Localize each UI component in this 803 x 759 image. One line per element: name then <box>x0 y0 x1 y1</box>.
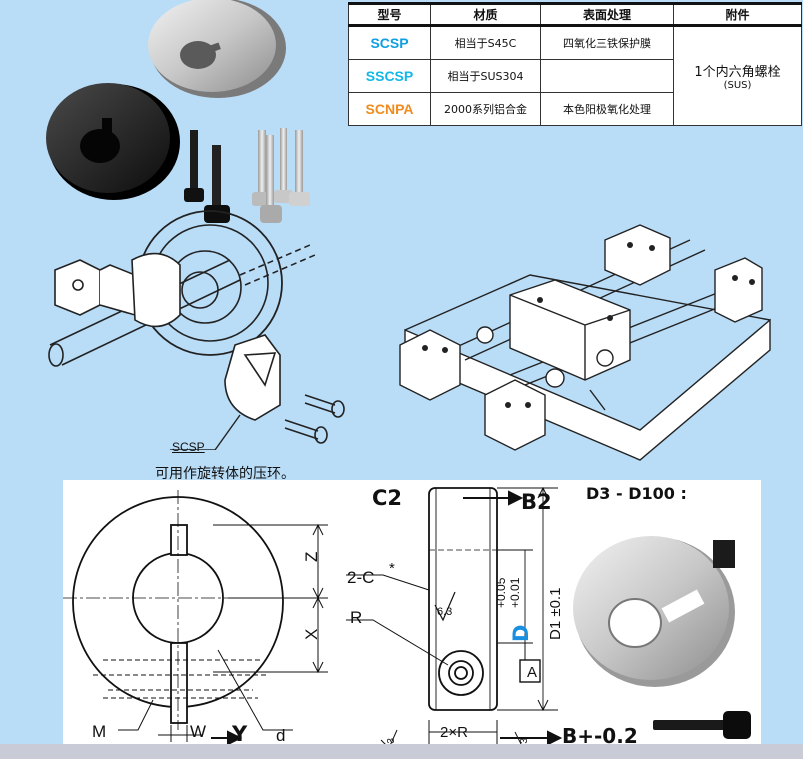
label-datum-a: A <box>527 664 538 681</box>
label-d-range: D3 - D100 : <box>586 484 687 503</box>
header-accessory: 附件 <box>673 2 802 27</box>
model-sscsp: SSCSP <box>348 59 431 93</box>
material-cell: 2000系列铝合金 <box>430 92 541 126</box>
side-view <box>346 486 558 745</box>
label-chamfer-star: * <box>389 560 395 577</box>
table-row: SSCSP 相当于SUS304 <box>348 59 802 93</box>
material-cell: 相当于S45C <box>430 25 541 60</box>
header-model: 型号 <box>348 2 431 27</box>
label-b2: B2 <box>521 490 552 514</box>
model-scsp: SCSP <box>348 25 431 60</box>
label-roughness-1: 6.3 <box>437 606 453 618</box>
surface-cell <box>540 59 674 93</box>
label-tol-lower: +0.01 <box>508 577 522 608</box>
front-view <box>63 490 328 742</box>
technical-drawing <box>63 480 761 750</box>
surface-cell: 本色阳极氧化处理 <box>540 92 674 126</box>
black-bolt-photo <box>653 711 751 739</box>
screw-icon <box>284 394 345 444</box>
sprocket-assembly-illustration <box>48 210 345 450</box>
bolts-photo <box>184 128 310 223</box>
label-r: R <box>350 608 363 627</box>
model-scnpa: SCNPA <box>348 92 431 126</box>
label-d-small: d <box>276 726 286 745</box>
label-d-symbol: D <box>509 624 533 642</box>
table-row: SCSP 相当于S45C 四氧化三铁保护膜 1个内六角螺栓 (SUS) <box>348 25 802 126</box>
label-chamfer: 2-C <box>347 568 375 587</box>
label-z: Z <box>302 551 321 562</box>
accessory-cell: 1个内六角螺栓 (SUS) <box>673 25 802 126</box>
accessory-sub: (SUS) <box>723 80 752 91</box>
material-cell: 相当于SUS304 <box>430 59 541 93</box>
spec-table: 型号 材质 表面处理 附件 SCSP 相当于S45C 四氧化三铁保护膜 1个内六… <box>348 2 802 126</box>
label-w: W <box>190 722 207 741</box>
roughness-icon <box>434 591 456 622</box>
label-m: M <box>92 722 107 741</box>
label-d1: D1 ±0.1 <box>547 587 564 640</box>
silver-collar-photo <box>148 0 286 98</box>
black-collar-photo <box>46 83 180 200</box>
arrow-icon <box>211 490 563 746</box>
spec-table-header: 型号 材质 表面处理 附件 <box>348 2 802 27</box>
label-tol-upper: +0.05 <box>494 577 508 608</box>
illustration-caption: 可用作旋转体的压环。 <box>155 466 295 480</box>
part-label-scsp: SCSP <box>172 440 205 454</box>
label-y: Y <box>232 722 248 746</box>
accessory-main: 1个内六角螺栓 <box>694 65 781 80</box>
product-photos <box>46 0 310 223</box>
collar-photo-silver <box>573 536 735 687</box>
header-surface: 表面处理 <box>540 2 674 27</box>
label-two-r: 2×R <box>440 724 468 741</box>
linear-slide-illustration <box>399 224 771 461</box>
label-c2: C2 <box>372 486 403 510</box>
header-material: 材质 <box>430 2 541 27</box>
table-row: SCNPA 2000系列铝合金 本色阳极氧化处理 <box>348 92 802 126</box>
bottom-strip <box>0 744 803 759</box>
shaft-collar-icon <box>476 326 614 388</box>
surface-cell: 四氧化三铁保护膜 <box>540 25 674 60</box>
label-x: X <box>302 628 321 640</box>
